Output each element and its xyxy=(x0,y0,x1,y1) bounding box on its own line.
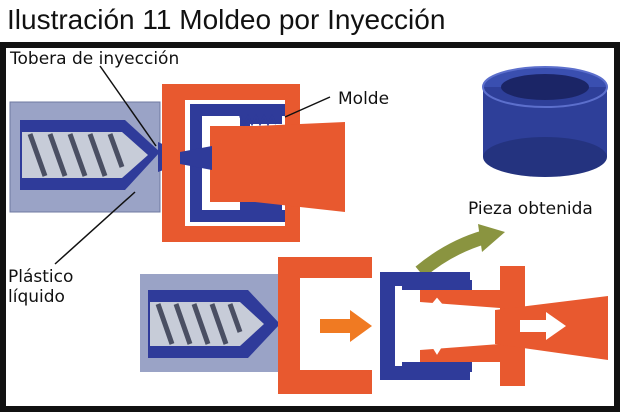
part-cylinder-icon xyxy=(482,66,608,177)
top-mold xyxy=(162,84,345,242)
nozzle-leader xyxy=(99,65,157,147)
screw-icon xyxy=(22,132,148,178)
mold-label: Molde xyxy=(338,89,389,109)
curved-arrow-icon xyxy=(415,224,505,278)
bottom-injection-unit xyxy=(140,257,608,394)
plastic-label-line1: Plástico xyxy=(8,267,73,287)
screw-icon xyxy=(150,302,264,346)
part-label: Pieza obtenida xyxy=(468,199,593,219)
figure-caption: Ilustración 11 Moldeo por Inyección xyxy=(7,4,446,35)
plastic-label-line2: líquido xyxy=(8,287,65,307)
top-injection-unit xyxy=(9,84,345,242)
nozzle-label: Tobera de inyección xyxy=(9,49,179,69)
fixed-mold-half xyxy=(278,257,372,394)
plastic-leader xyxy=(54,191,136,265)
arrow-icon xyxy=(520,312,566,340)
injection-molding-diagram: Tobera de inyección Molde Pieza obtenida… xyxy=(0,42,620,412)
mold-leader xyxy=(284,96,331,118)
arrow-icon xyxy=(320,310,372,342)
